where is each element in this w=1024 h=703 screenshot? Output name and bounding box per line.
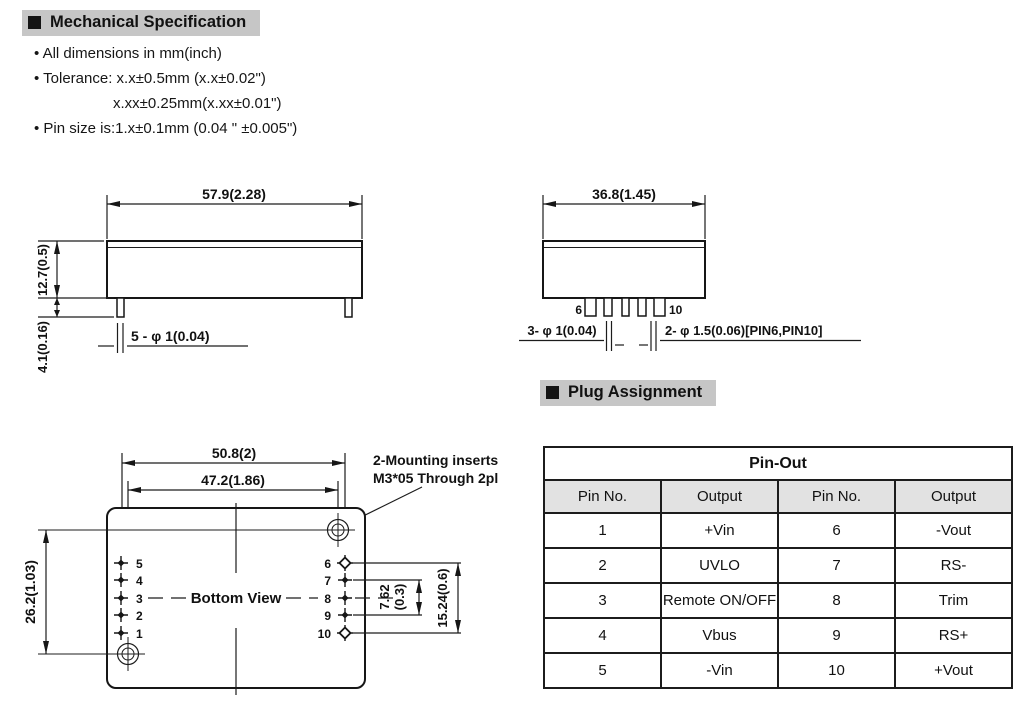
right-pin-number: 8 [324, 592, 331, 606]
pitch-dim-0-3: (0.3) [392, 584, 407, 611]
module-body-side [542, 240, 706, 299]
mounting-note-line2: M3*05 Through 2pl [373, 470, 498, 486]
side-large-pin-spec: 2- φ 1.5(0.06)[PIN6,PIN10] [665, 323, 822, 338]
plug-assignment-header: Plug Assignment [540, 380, 717, 406]
pin-no-cell: 3 [543, 582, 662, 619]
note-dimensions: All dimensions in mm(inch) [34, 45, 222, 62]
front-width-dim: 57.9(2.28) [202, 186, 266, 202]
mounting-note-line1: 2-Mounting inserts [373, 452, 498, 468]
pin6-number: 6 [575, 303, 582, 317]
module-body-front [106, 240, 363, 299]
bottom-view-drawing: 50.8(2) 47.2(1.86) 2-Mounting inserts M3… [22, 445, 498, 695]
side-view-drawing: 36.8(1.45) 6 10 3- φ 1(0.04) 2- φ 1.5(0.… [519, 186, 861, 351]
pin-front-left [116, 297, 125, 318]
col-header-output: Output [894, 479, 1013, 514]
square-bullet-icon [546, 386, 559, 399]
pin-no-cell: 6 [777, 512, 896, 549]
table-row: 1 +Vin 6 -Vout [543, 512, 1013, 549]
col-header-pin-no: Pin No. [777, 479, 896, 514]
side-small-pin-spec: 3- φ 1(0.04) [527, 323, 596, 338]
note-pin-size: Pin size is:1.x±0.1mm (0.04 " ±0.005") [34, 120, 297, 137]
front-pin-length-dim: 4.1(0.16) [35, 321, 50, 373]
right-pin-number: 9 [324, 609, 331, 623]
output-cell: Trim [894, 582, 1013, 619]
bottom-view-label: Bottom View [191, 590, 282, 607]
right-pin-number: 10 [318, 627, 332, 641]
pin-no-cell: 10 [777, 652, 896, 689]
bottom-inner-span-dim: 47.2(1.86) [201, 472, 265, 488]
front-pin-spec: 5 - φ 1(0.04) [131, 328, 210, 344]
pin-6 [584, 297, 597, 317]
table-row: 5 -Vin 10 +Vout [543, 652, 1013, 689]
left-pin-number: 4 [136, 574, 143, 588]
mounting-hole-bottom-left-icon [111, 637, 145, 671]
output-cell: RS+ [894, 617, 1013, 654]
pin-7 [603, 297, 613, 317]
pitch-dim-7-62: 7.62 [377, 584, 392, 609]
left-pin-number: 1 [136, 627, 143, 641]
table-row: 4 Vbus 9 RS+ [543, 617, 1013, 654]
side-width-dim: 36.8(1.45) [592, 186, 656, 202]
pin-no-cell: 2 [543, 547, 662, 584]
col-header-output: Output [660, 479, 779, 514]
square-bullet-icon [28, 16, 41, 29]
bottom-outer-span-dim: 50.8(2) [212, 445, 256, 461]
right-pin-number: 6 [324, 557, 331, 571]
pin-no-cell: 4 [543, 617, 662, 654]
note-tolerance-2: x.xx±0.25mm(x.xx±0.01") [113, 95, 282, 112]
pinout-table-title: Pin-Out [543, 446, 1013, 481]
pin10-number: 10 [669, 303, 683, 317]
output-cell: RS- [894, 547, 1013, 584]
section-title: Mechanical Specification [50, 13, 247, 31]
mounting-hole-top-right-icon [321, 513, 355, 547]
output-cell: Remote ON/OFF [660, 582, 779, 619]
left-pin-number: 2 [136, 609, 143, 623]
output-cell: UVLO [660, 547, 779, 584]
output-cell: Vbus [660, 617, 779, 654]
output-cell: +Vout [894, 652, 1013, 689]
section-title: Plug Assignment [568, 383, 703, 401]
pin-no-cell: 7 [777, 547, 896, 584]
output-cell: -Vin [660, 652, 779, 689]
right-pin-number: 7 [324, 574, 331, 588]
left-pin-number: 3 [136, 592, 143, 606]
bottom-left-span-dim: 26.2(1.03) [22, 560, 38, 624]
pin-no-cell: 1 [543, 512, 662, 549]
pin-10 [653, 297, 666, 317]
pin-front-right [344, 297, 353, 318]
front-body-height-dim: 12.7(0.5) [35, 244, 50, 296]
output-cell: +Vin [660, 512, 779, 549]
pitch-dim-15-24: 15.24(0.6) [435, 568, 450, 627]
pin-8 [621, 297, 630, 317]
pinout-table: Pin-Out Pin No. Output Pin No. Output 1 … [543, 446, 1013, 689]
left-pin-number: 5 [136, 557, 143, 571]
note-tolerance: Tolerance: x.x±0.5mm (x.x±0.02") [34, 70, 266, 87]
pin-no-cell: 9 [777, 617, 896, 654]
table-row: 2 UVLO 7 RS- [543, 547, 1013, 584]
pin-9 [637, 297, 647, 317]
front-view-drawing: 57.9(2.28) 12.7(0.5) 4.1(0.16) 5 - φ 1(0… [35, 186, 363, 373]
pin-no-cell: 5 [543, 652, 662, 689]
table-row: 3 Remote ON/OFF 8 Trim [543, 582, 1013, 619]
pin-no-cell: 8 [777, 582, 896, 619]
mechanical-specification-header: Mechanical Specification [22, 10, 261, 36]
col-header-pin-no: Pin No. [543, 479, 662, 514]
output-cell: -Vout [894, 512, 1013, 549]
